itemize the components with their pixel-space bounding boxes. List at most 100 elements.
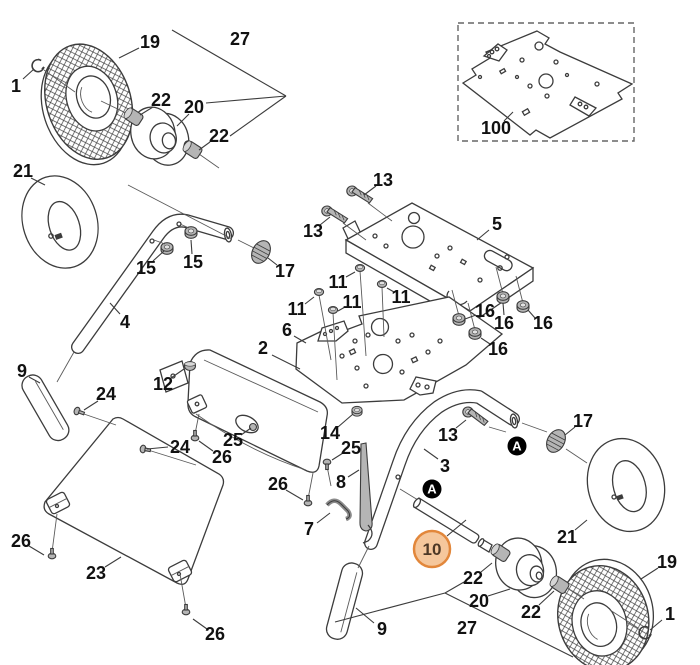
- part-callout-11[interactable]: 11: [391, 287, 410, 307]
- leader-line: [502, 302, 505, 316]
- leader-line: [464, 314, 477, 320]
- part-callout-19[interactable]: 19: [657, 552, 677, 572]
- handle-grip-9-right: [325, 562, 364, 640]
- part-callout-20[interactable]: 20: [469, 591, 489, 611]
- part-callout-26[interactable]: 26: [11, 531, 31, 551]
- part-callout-2[interactable]: 2: [258, 338, 268, 358]
- part-callout-9[interactable]: 9: [377, 619, 387, 639]
- leader-line: [345, 271, 356, 278]
- part-callout-16[interactable]: 16: [494, 313, 514, 333]
- screws-11: [313, 264, 388, 381]
- leader-line: [28, 545, 45, 556]
- part-callout-1[interactable]: 1: [11, 76, 21, 96]
- part-callout-17[interactable]: 17: [573, 411, 593, 431]
- part-callout-19[interactable]: 19: [140, 32, 160, 52]
- axle-shaft-10: [399, 488, 500, 554]
- part-callout-13[interactable]: 13: [303, 221, 323, 241]
- part-callout-22[interactable]: 22: [209, 126, 229, 146]
- part-callout-14[interactable]: 14: [320, 423, 340, 443]
- tire-wheel-19-bottom-right: [557, 558, 655, 665]
- part-callout-11[interactable]: 11: [328, 272, 347, 292]
- part-callout-13[interactable]: 13: [438, 425, 458, 445]
- part-callout-17[interactable]: 17: [275, 261, 295, 281]
- view-marker-A-icon: [507, 436, 527, 456]
- part-callout-15[interactable]: 15: [136, 258, 156, 278]
- leader-line: [476, 229, 490, 241]
- part-callout-13[interactable]: 13: [373, 170, 393, 190]
- part-callout-100[interactable]: 100: [481, 118, 511, 138]
- view-marker-A-icon: [422, 479, 442, 499]
- part-callout-6[interactable]: 6: [282, 320, 292, 340]
- part-callout-11[interactable]: 11: [287, 299, 306, 319]
- highlighted-part-circle[interactable]: [412, 529, 452, 569]
- mount-bracket-small: [186, 394, 208, 414]
- part-callout-22[interactable]: 22: [151, 90, 171, 110]
- part-callout-26[interactable]: 26: [268, 474, 288, 494]
- part-callout-16[interactable]: 16: [488, 339, 508, 359]
- leader-line: [176, 113, 190, 127]
- leader-line: [640, 567, 659, 580]
- part-callout-11[interactable]: 11: [342, 292, 361, 312]
- part-callout-16[interactable]: 16: [475, 301, 495, 321]
- handle-frame-3: [364, 376, 520, 550]
- handle-grip-9-left: [21, 374, 70, 442]
- part-callout-7[interactable]: 7: [304, 519, 314, 539]
- nut-14: [351, 405, 363, 417]
- leader-line: [455, 419, 467, 429]
- leader-line: [538, 590, 555, 606]
- leader-line: [503, 111, 514, 122]
- plug-12: [183, 360, 197, 372]
- part-callout-25[interactable]: 25: [341, 438, 361, 458]
- part-callout-26[interactable]: 26: [212, 447, 232, 467]
- part-callout-3[interactable]: 3: [440, 456, 450, 476]
- part-callout-9[interactable]: 9: [17, 361, 27, 381]
- part-callout-21[interactable]: 21: [13, 161, 33, 181]
- leader-line: [30, 177, 46, 186]
- part-callout-26[interactable]: 26: [205, 624, 225, 644]
- part-callout-20[interactable]: 20: [184, 97, 204, 117]
- leader-line: [527, 309, 536, 319]
- part-callout-15[interactable]: 15: [183, 252, 203, 272]
- leader-line: [319, 216, 331, 226]
- group-bracket-line: [229, 95, 287, 137]
- part-callout-16[interactable]: 16: [533, 313, 553, 333]
- leader-line: [83, 400, 99, 411]
- part-callout-5[interactable]: 5: [492, 214, 502, 234]
- leader-line: [170, 368, 185, 379]
- inner-tube-21-bottom-right: [586, 437, 666, 533]
- part-callout-4[interactable]: 4: [120, 312, 130, 332]
- handle-frame-4: [71, 213, 234, 354]
- tire-wheel-19-top-left: [40, 43, 134, 166]
- part-callout-24[interactable]: 24: [96, 384, 116, 404]
- part-callout-8[interactable]: 8: [336, 472, 346, 492]
- inner-tube-21-top-left: [21, 175, 99, 269]
- leader-line: [355, 607, 375, 624]
- inset-plate-100: [457, 22, 635, 142]
- leader-line: [337, 413, 354, 428]
- part-callout-23[interactable]: 23: [86, 563, 106, 583]
- part-callout-25[interactable]: 25: [223, 430, 243, 450]
- group-bracket-line: [444, 592, 574, 658]
- view-marker-A-label: A: [427, 482, 437, 497]
- part-callout-27[interactable]: 27: [230, 29, 250, 49]
- leader-line: [22, 68, 35, 80]
- part-callout-21[interactable]: 21: [557, 527, 577, 547]
- part-callout-24[interactable]: 24: [170, 437, 190, 457]
- part-callout-1[interactable]: 1: [665, 604, 675, 624]
- nut-15-b: [184, 226, 198, 239]
- leader-line: [386, 287, 395, 293]
- part-callout-22[interactable]: 22: [463, 568, 483, 588]
- leader-line: [267, 257, 278, 266]
- leader-line: [192, 618, 208, 630]
- leader-line: [198, 141, 211, 151]
- part-callout-22[interactable]: 22: [521, 602, 541, 622]
- part-callout-12[interactable]: 12: [153, 374, 173, 394]
- part-callout-27[interactable]: 27: [457, 618, 477, 638]
- highlighted-part-callout-10[interactable]: 10: [423, 540, 442, 559]
- leader-line: [271, 354, 301, 370]
- leader-line: [331, 452, 344, 461]
- leader-line: [146, 446, 169, 450]
- leader-line: [480, 562, 493, 573]
